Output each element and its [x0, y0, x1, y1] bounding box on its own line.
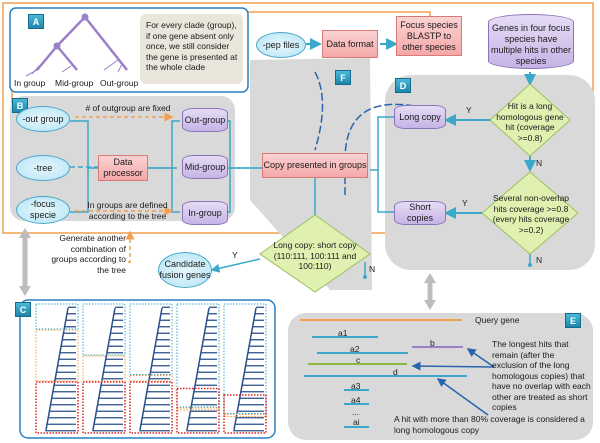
- copy-presented-step: Copy presented in groups: [262, 153, 368, 178]
- ingroup-defined-note: In groups are defined according to the t…: [87, 200, 168, 221]
- out-group-db: Out-group: [182, 108, 228, 132]
- badge-a: A: [28, 14, 44, 29]
- short-copies-db: Short copies: [394, 201, 446, 225]
- group-box: [35, 329, 79, 382]
- blastp-step: Focus species BLASTP to other species: [396, 16, 462, 56]
- decision-ratio: [259, 214, 371, 293]
- tree-combination: [176, 303, 220, 434]
- query-gene-label: Query gene: [475, 315, 520, 325]
- hit-a1-label: a1: [338, 328, 348, 338]
- group-box: [223, 303, 267, 414]
- group-box: [176, 407, 220, 411]
- hit-d-label: d: [393, 367, 398, 377]
- clade-note: For every clade (group), if one gene abs…: [146, 20, 238, 72]
- short-hits-no-label: N: [536, 255, 543, 265]
- long-copy-db: Long copy: [394, 105, 446, 129]
- long-copy-note: A hit with more than 80% coverage is con…: [394, 414, 585, 435]
- data-processor: Data processor: [98, 155, 148, 181]
- group-box: [176, 303, 220, 408]
- regenerate-note: Generate another combination of groups a…: [51, 233, 126, 275]
- group-box: [223, 394, 267, 434]
- panel-a-note-bg: [140, 14, 243, 84]
- short-hits-decision-text: Several non-overlap hits coverage >=0.8 …: [492, 193, 570, 235]
- tree-combination: [35, 303, 79, 434]
- tree-combination: [223, 303, 267, 434]
- tree-label-outgroup: Out-group: [100, 78, 139, 88]
- group-box: [35, 303, 79, 330]
- badge-f: F: [335, 70, 351, 85]
- group-box: [82, 355, 126, 382]
- tree-combinations: [35, 303, 267, 434]
- group-box: [176, 387, 220, 434]
- short-hits-yes-label: Y: [462, 198, 468, 208]
- hit-a3-label: a3: [351, 381, 361, 391]
- input-out-group: -out group: [16, 106, 70, 132]
- in-group-db: In-group: [182, 201, 228, 225]
- long-hit-yes-label: Y: [466, 105, 472, 115]
- group-box: [129, 303, 173, 375]
- group-box: [82, 303, 126, 356]
- genes-multi-hits-db: Genes in four focus species have multipl…: [488, 14, 574, 69]
- hit-b-label: b: [430, 338, 435, 348]
- group-box: [129, 381, 173, 434]
- hit-ai-label: ai: [353, 417, 360, 427]
- data-format-step: Data format: [322, 30, 378, 58]
- badge-c: C: [15, 302, 31, 317]
- tree-combination: [82, 303, 126, 434]
- long-hit-decision-text: Hit is a long homologous gene hit (cover…: [496, 101, 564, 143]
- pep-files-input: -pep files: [256, 32, 306, 58]
- panel-c: [19, 299, 276, 439]
- hit-a4-label: a4: [351, 395, 361, 405]
- decision-long-hit: [489, 83, 571, 157]
- input-tree: -tree: [16, 155, 70, 181]
- tree-combination: [129, 303, 173, 434]
- ratio-yes-label: Y: [232, 250, 238, 260]
- hit-a2-label: a2: [350, 344, 360, 354]
- badge-d: D: [395, 78, 411, 93]
- input-focus-specie: -focus specie: [16, 196, 70, 224]
- long-hit-no-label: N: [536, 158, 543, 168]
- candidate-fusion-genes: Candidate fusion genes: [158, 252, 212, 288]
- badge-e: E: [565, 313, 581, 328]
- outgroup-fixed-note: # of outgroup are fixed: [85, 103, 171, 113]
- short-copies-note: The longest hits that remain (after the …: [492, 339, 591, 412]
- group-box: [35, 381, 79, 434]
- decision-short-hits: [481, 171, 579, 255]
- group-box: [82, 381, 126, 434]
- group-box: [129, 375, 173, 382]
- hit-ellipsis-label: ...: [352, 407, 360, 417]
- hit-c-label: c: [356, 355, 361, 365]
- ratio-decision-text: Long copy: short copy (110:111, 100:111 …: [273, 240, 357, 271]
- mid-group-db: Mid-group: [182, 155, 228, 179]
- tree-label-midgroup: Mid-group: [55, 78, 94, 88]
- tree-label-ingroup: In group: [14, 78, 46, 88]
- clade-tree: [25, 16, 128, 77]
- ratio-no-label: N: [369, 264, 376, 274]
